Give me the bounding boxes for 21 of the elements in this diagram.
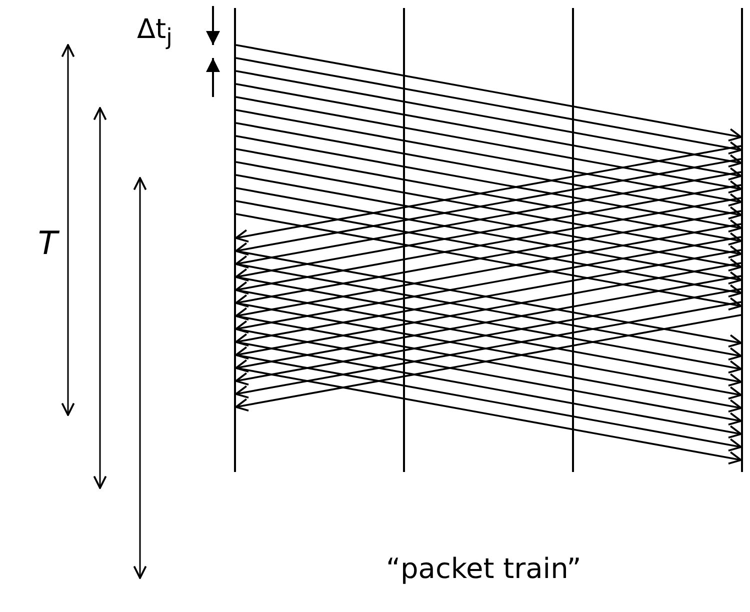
arrow xyxy=(235,223,742,321)
arrow xyxy=(236,44,742,142)
arrow xyxy=(236,70,742,168)
timeline xyxy=(572,8,574,472)
arrow xyxy=(236,57,742,155)
arrow xyxy=(236,83,742,181)
timeline xyxy=(403,8,405,472)
timeline xyxy=(741,8,743,472)
timeline xyxy=(234,8,236,472)
arrow xyxy=(236,354,742,452)
arrow xyxy=(236,109,742,207)
interval-label: Δt$_{j}$ xyxy=(137,14,172,50)
arrow xyxy=(236,135,742,233)
caption-label: “packet train” xyxy=(386,552,582,585)
arrow xyxy=(236,122,742,220)
period-label: T xyxy=(38,224,58,262)
arrow xyxy=(235,236,742,334)
arrow xyxy=(236,328,742,426)
arrow xyxy=(236,341,742,439)
arrow xyxy=(236,367,742,465)
arrow xyxy=(236,96,742,194)
